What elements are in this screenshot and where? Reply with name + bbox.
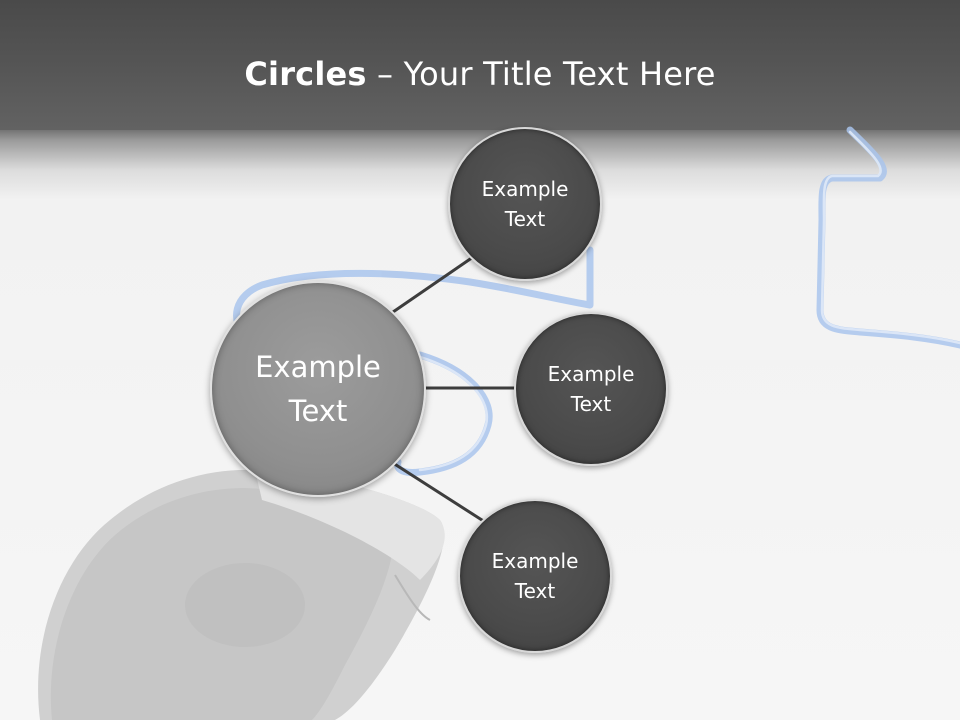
node-circle-2[interactable]: Example Text xyxy=(514,312,668,466)
center-circle[interactable]: Example Text xyxy=(210,281,426,497)
center-circle-text: Example Text xyxy=(255,350,381,428)
mouse-image xyxy=(38,469,445,720)
slide-title: Circles – Your Title Text Here xyxy=(0,52,960,96)
node-circle-text: Example Text xyxy=(481,177,569,231)
connector-line xyxy=(392,253,477,314)
connector-lines xyxy=(392,253,516,524)
title-band xyxy=(0,0,960,130)
node-circle-text: Example Text xyxy=(491,549,579,603)
connector-line xyxy=(392,461,486,524)
node-circle-3[interactable]: Example Text xyxy=(458,499,612,653)
title-bold: Circles xyxy=(244,55,367,93)
node-circle-text: Example Text xyxy=(547,362,635,416)
title-rest: – Your Title Text Here xyxy=(366,55,716,93)
node-circle-1[interactable]: Example Text xyxy=(448,127,602,281)
